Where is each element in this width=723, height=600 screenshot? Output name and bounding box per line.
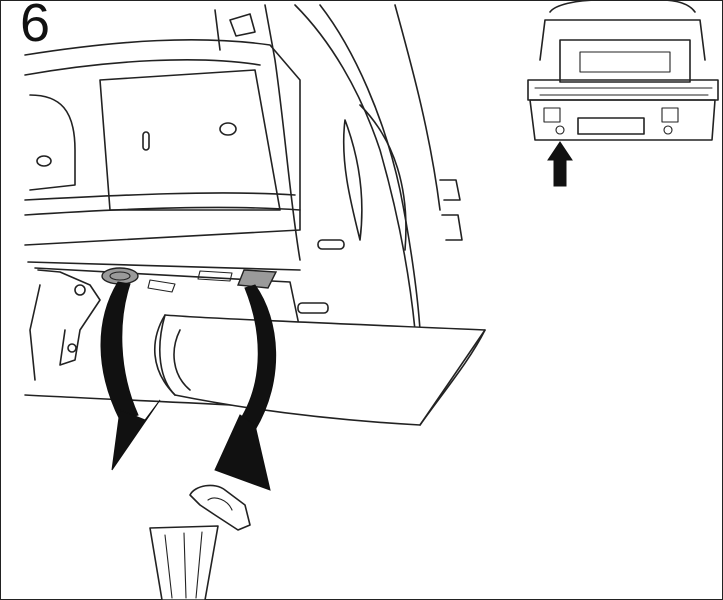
loading-sill — [24, 261, 486, 426]
falling-plug — [189, 484, 251, 531]
step-number: 6 — [20, 0, 51, 53]
removal-arrow-icon — [100, 281, 277, 491]
left-bracket — [29, 269, 233, 381]
car-body-panel — [24, 39, 301, 246]
round-plug — [101, 267, 139, 285]
square-plug — [237, 269, 278, 289]
tailgate-pillar — [214, 4, 463, 331]
trash-bin-icon — [149, 525, 219, 600]
car-rear-overview-icon — [527, 0, 719, 141]
locator-arrow-icon — [547, 141, 573, 187]
